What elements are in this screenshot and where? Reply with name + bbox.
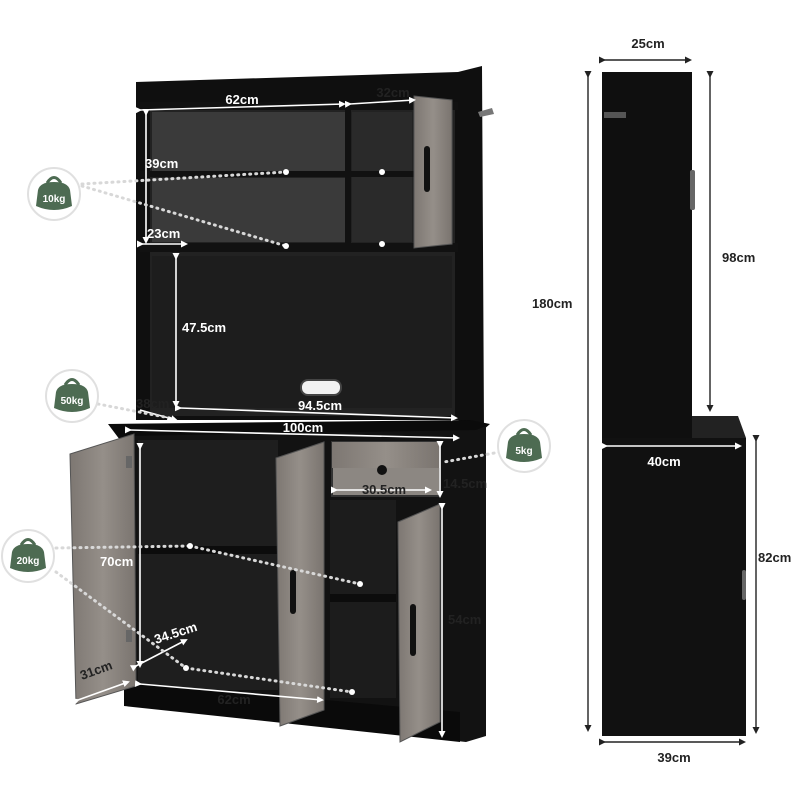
label-lower-cabinet-height: 70cm bbox=[100, 554, 133, 569]
pointer-dot bbox=[379, 241, 385, 247]
pointer-dot bbox=[379, 169, 385, 175]
pointer-dot bbox=[183, 665, 189, 671]
front-cabinet bbox=[69, 66, 494, 743]
lower-right-shelf bbox=[330, 594, 396, 602]
label-counter-depth: 40cm bbox=[647, 454, 680, 469]
badge-20kg: 20kg bbox=[1, 529, 55, 583]
upper-cabinet-door[interactable] bbox=[413, 95, 453, 249]
side-dimensions bbox=[584, 56, 760, 746]
dim-line-32 bbox=[344, 96, 416, 108]
label-countertop-depth: 38cm bbox=[136, 396, 169, 411]
door-handle-icon bbox=[742, 570, 746, 600]
upper-compartment-1 bbox=[152, 112, 347, 172]
label-upper-side-width: 32cm bbox=[376, 85, 409, 100]
badge-weight-label: 5kg bbox=[515, 446, 532, 457]
label-hutch-inner-width: 94.5cm bbox=[298, 398, 342, 413]
badge-weight-label: 10kg bbox=[43, 194, 66, 205]
pointer-dot bbox=[357, 581, 363, 587]
label-lower-inner-width: 62cm bbox=[217, 692, 250, 707]
badge-50kg: 50kg bbox=[45, 369, 99, 423]
kettlebell-icon bbox=[45, 176, 63, 184]
front-dimensions bbox=[72, 96, 460, 738]
kettlebell-icon bbox=[19, 538, 37, 546]
middle-door-open[interactable] bbox=[275, 441, 325, 727]
upper-compartment-2 bbox=[152, 178, 347, 242]
dim-line-94-5 bbox=[174, 404, 458, 422]
upper-shelf-bottom bbox=[140, 243, 458, 252]
label-base-depth: 39cm bbox=[657, 750, 690, 765]
lower-left-interior bbox=[138, 440, 278, 690]
badge-weight-label: 50kg bbox=[61, 396, 84, 407]
side-lower-section bbox=[602, 438, 746, 736]
pointer-20kg-a bbox=[54, 544, 192, 550]
pointer-10kg-a bbox=[80, 170, 288, 186]
side-upper-section bbox=[602, 72, 692, 438]
label-top-depth: 25cm bbox=[631, 36, 664, 51]
kettlebell-icon bbox=[515, 428, 533, 436]
label-side-cabinet-height: 54cm bbox=[448, 612, 481, 627]
label-total-height: 180cm bbox=[532, 296, 572, 311]
upper-divider bbox=[345, 106, 351, 246]
pointer-dot bbox=[167, 417, 173, 423]
badge-10kg: 10kg bbox=[27, 167, 81, 221]
pointer-10kg-b bbox=[80, 184, 288, 248]
door-handle-icon bbox=[410, 604, 416, 656]
label-upper-width: 62cm bbox=[225, 92, 258, 107]
dim-line-100 bbox=[124, 426, 460, 442]
badge-weight-label: 20kg bbox=[17, 556, 40, 567]
pointer-50kg bbox=[96, 402, 172, 420]
pointer-dot bbox=[283, 243, 289, 249]
label-base-height: 82cm bbox=[758, 550, 791, 565]
upper-shelf-middle bbox=[140, 171, 415, 177]
kettlebell-body bbox=[506, 434, 542, 462]
label-upper-shelf-depth: 23cm bbox=[147, 226, 180, 241]
dim-line-31 bbox=[72, 680, 130, 705]
label-hutch-open-height: 47.5cm bbox=[182, 320, 226, 335]
hinge bbox=[126, 456, 132, 468]
label-upper-shelf-height: 39cm bbox=[145, 156, 178, 171]
drawer-knob-icon[interactable] bbox=[377, 465, 387, 475]
weight-pointers bbox=[54, 170, 502, 694]
pointer-dot bbox=[187, 543, 193, 549]
pointer-dots bbox=[167, 169, 385, 695]
pointer-20kg-d bbox=[184, 666, 354, 694]
door-handle-icon bbox=[690, 170, 695, 210]
dim-line-62-bottom bbox=[134, 680, 324, 704]
side-hook bbox=[478, 108, 494, 117]
kettlebell-body bbox=[10, 544, 46, 572]
label-total-width: 100cm bbox=[283, 420, 323, 435]
badge-5kg: 5kg bbox=[497, 419, 551, 473]
kettlebell-body bbox=[54, 384, 90, 412]
pointer-dot bbox=[283, 169, 289, 175]
door-handle-icon bbox=[424, 146, 430, 192]
cable-hole bbox=[300, 379, 342, 396]
pointer-dot bbox=[349, 689, 355, 695]
dim-line-62-top bbox=[134, 100, 346, 114]
pointer-5kg bbox=[442, 450, 502, 464]
drawer-front bbox=[332, 442, 440, 468]
kettlebell-icon bbox=[63, 378, 81, 386]
dim-line-34-5 bbox=[129, 639, 188, 672]
right-door-open[interactable] bbox=[397, 503, 441, 743]
kettlebell-body bbox=[36, 182, 72, 210]
label-upper-height: 98cm bbox=[722, 250, 755, 265]
side-view-cabinet bbox=[602, 72, 746, 736]
pointer-20kg-b bbox=[188, 544, 362, 586]
side-countertop bbox=[692, 416, 746, 438]
label-drawer-width: 30.5cm bbox=[362, 482, 406, 497]
side-hook bbox=[604, 112, 626, 118]
hinge bbox=[126, 630, 132, 642]
label-drawer-height: 14.5cm bbox=[443, 476, 487, 491]
door-handle-icon bbox=[290, 570, 296, 614]
